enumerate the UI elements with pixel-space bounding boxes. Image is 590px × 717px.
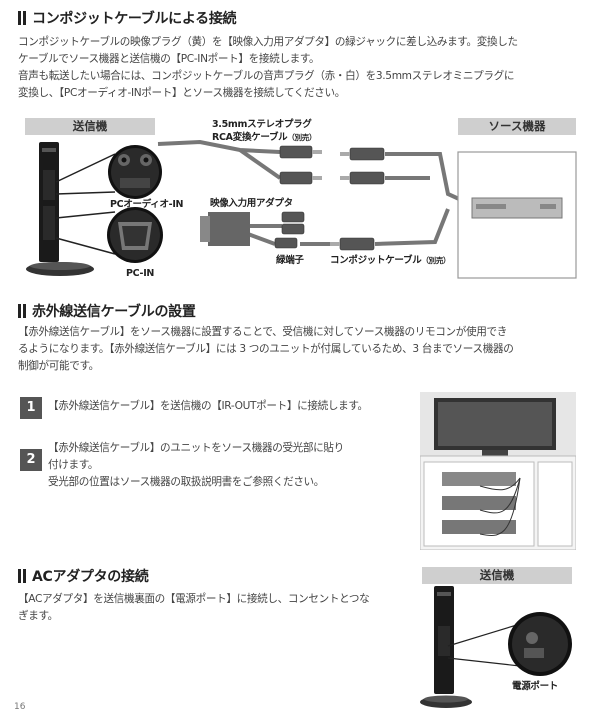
ir-text-line-1: 【赤外線送信ケーブル】をソース機器に設置することで、受信機に対してソース機器のリ…	[18, 326, 507, 338]
step-2-text-line-1: 【赤外線送信ケーブル】のユニットをソース機器の受光部に貼り	[48, 442, 344, 454]
page-number: 16	[14, 702, 26, 712]
composite-cable-label: コンポジットケーブル（別売）	[330, 255, 451, 266]
composite-text-line-1: コンポジットケーブルの映像プラグ（黄）を【映像入力用アダプタ】の緑ジャックに差し…	[18, 36, 518, 48]
power-port-label: 電源ポート	[512, 681, 559, 692]
composite-text-line-4: 変換し、【PCオーディオ-INポート】とソース機器を接続してください。	[18, 87, 346, 99]
transmitter-power-illustration	[420, 586, 572, 708]
video-input-adapter-image	[200, 212, 250, 246]
ir-section-title: 赤外線送信ケーブルの設置	[18, 301, 196, 321]
pc-in-callout-icon	[107, 207, 163, 263]
step-2-text-line-2: 付けます。	[48, 459, 99, 471]
source-device-image	[457, 151, 577, 279]
transmitter-device-image	[26, 142, 94, 276]
composite-text-line-3: 音声も転送したい場合には、コンポジットケーブルの音声プラグ（赤・白）を3.5mm…	[18, 70, 515, 82]
source-device-header: ソース機器	[458, 118, 576, 135]
transmitter-header: 送信機	[25, 118, 155, 135]
step-2-text-line-3: 受光部の位置はソース機器の取扱説明書をご参照ください。	[48, 476, 325, 488]
step-2-number: 2	[20, 449, 42, 471]
composite-section-title: コンポジットケーブルによる接続	[18, 8, 237, 28]
cable-label-rca: RCA変換ケーブル（別売）	[212, 132, 317, 143]
ac-section-title: ACアダプタの接続	[18, 566, 149, 586]
composite-connection-diagram	[26, 139, 577, 279]
step-1-text: 【赤外線送信ケーブル】を送信機の【IR-OUTポート】に接続します。	[48, 400, 368, 412]
video-adapter-label: 映像入力用アダプタ	[210, 198, 293, 209]
ac-transmitter-header: 送信機	[422, 567, 572, 584]
pc-audio-in-label: PCオーディオ-IN	[110, 199, 184, 210]
tv-cabinet-illustration	[420, 392, 576, 550]
ac-text-line-2: ぎます。	[18, 610, 58, 622]
pc-audio-in-callout-icon	[108, 145, 162, 199]
green-terminal-label: 緑端子	[276, 255, 304, 266]
composite-text-line-2: ケーブルでソース機器と送信機の【PC-INポート】を接続します。	[18, 53, 320, 65]
step-1-number: 1	[20, 397, 42, 419]
ir-text-line-2: るようになります。【赤外線送信ケーブル】には 3 つのユニットが付属しているため…	[18, 343, 514, 355]
pc-in-label: PC-IN	[126, 268, 155, 279]
ir-text-line-3: 制御が可能です。	[18, 360, 99, 372]
ac-text-line-1: 【ACアダプタ】を送信機裏面の【電源ポート】に接続し、コンセントとつな	[18, 593, 370, 605]
cable-label-stereo-plug: 3.5mmステレオプラグ	[212, 119, 312, 130]
